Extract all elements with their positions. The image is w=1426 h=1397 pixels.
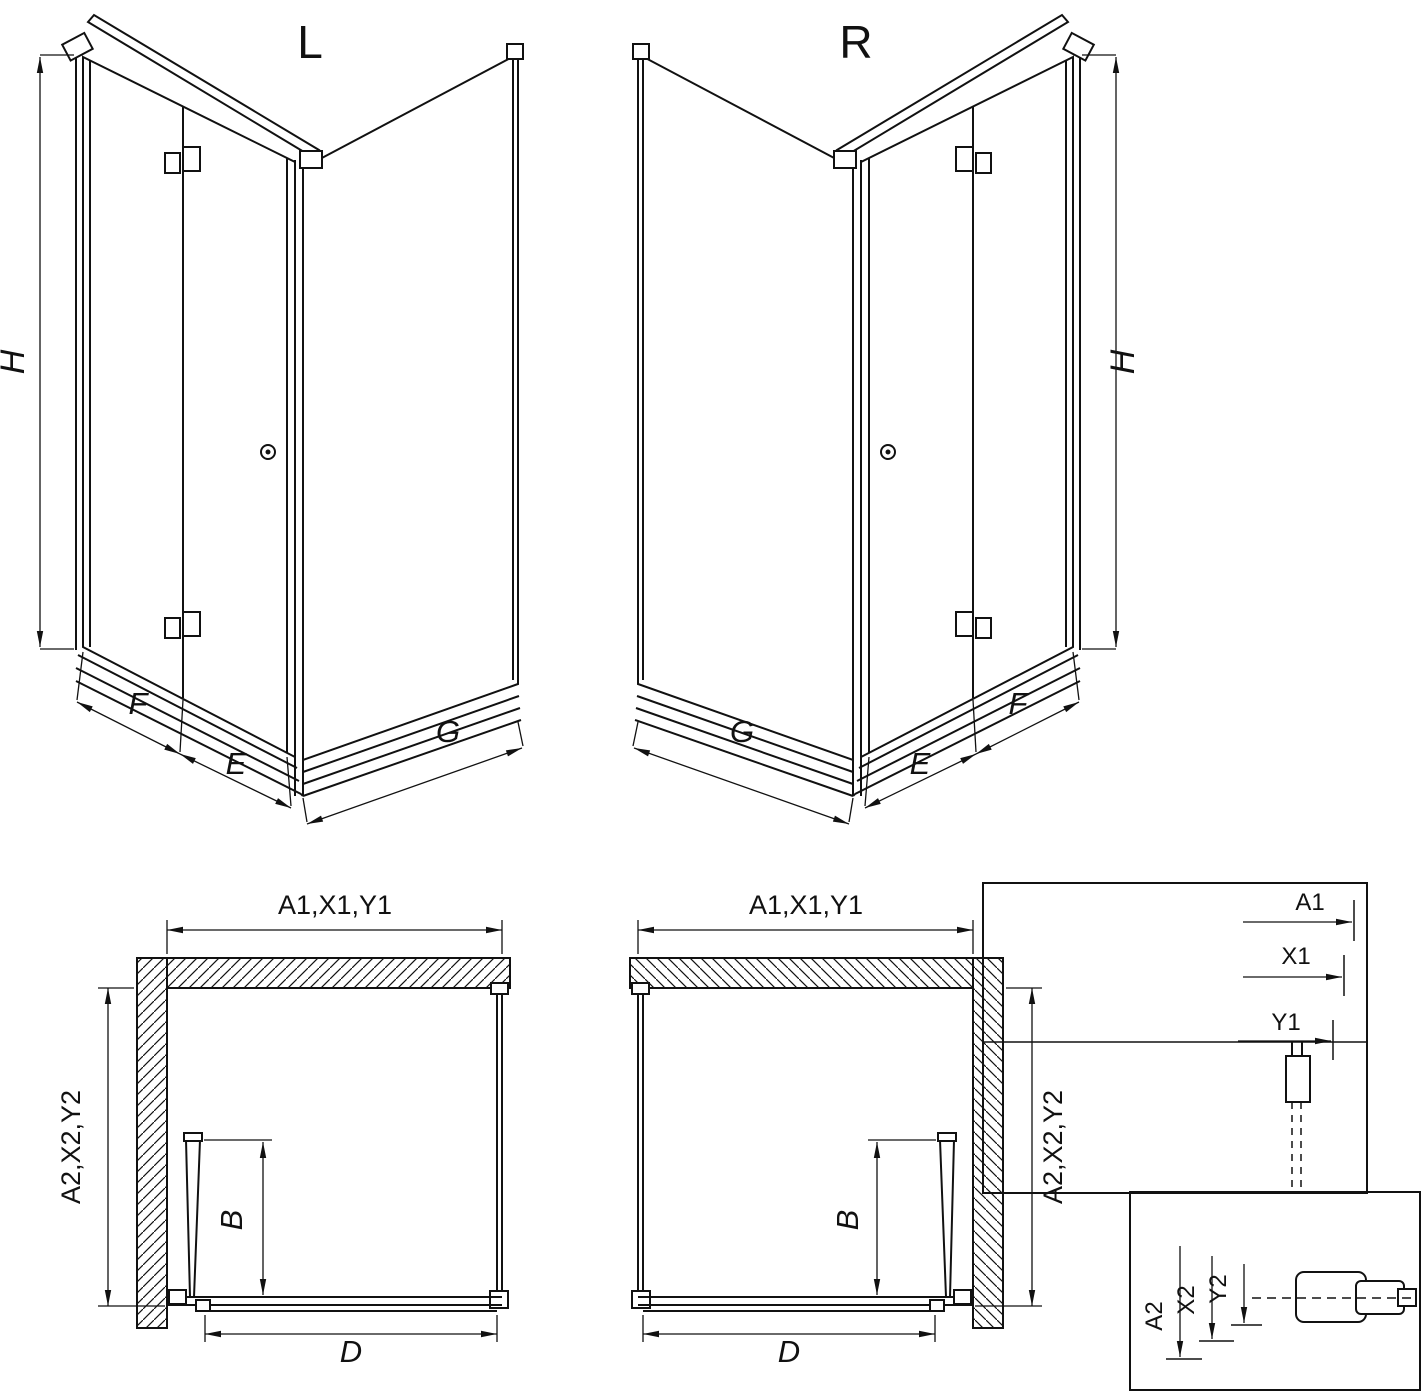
plan-depth-dims-label-left: A2,X2,Y2 xyxy=(56,1090,86,1204)
door-width-dim-label-right: E xyxy=(910,746,931,781)
variant-label-left: L xyxy=(297,16,323,68)
detail-depth-border xyxy=(1129,1191,1421,1391)
fixed-width-dim-label-right: F xyxy=(1009,686,1030,721)
plan-view-left: A1,X1,Y1 A2,X2,Y2 B D xyxy=(56,890,510,1369)
iso-view-right: R H G E F xyxy=(633,15,1142,824)
entry-width-dim-label-right: D xyxy=(778,1334,800,1369)
detail-y1-label: Y1 xyxy=(1271,1009,1300,1036)
detail-a2-label: A2 xyxy=(1141,1301,1168,1330)
door-projection-dim-label-right: B xyxy=(830,1210,865,1231)
side-width-dim-label-left: G xyxy=(436,714,460,749)
entry-width-dim-label-left: D xyxy=(340,1334,362,1369)
door-projection-dim-label-left: B xyxy=(214,1210,249,1231)
plan-depth-dims-label-right: A2,X2,Y2 xyxy=(1038,1090,1068,1204)
detail-y2-label: Y2 xyxy=(1205,1274,1232,1303)
height-dim-label-right: H xyxy=(1104,349,1142,374)
iso-view-left: L H F E G xyxy=(0,15,523,824)
height-dim-label-left: H xyxy=(0,349,32,374)
plan-width-dims-label-right: A1,X1,Y1 xyxy=(749,890,863,920)
detail-a1-label: A1 xyxy=(1295,889,1324,916)
side-width-dim-label-right: G xyxy=(730,714,754,749)
fixed-width-dim-label-left: F xyxy=(129,686,150,721)
plan-view-right: A1,X1,Y1 A2,X2,Y2 B D xyxy=(630,890,1068,1369)
detail-depth-profile: A2 X2 Y2 xyxy=(1129,1191,1421,1391)
wall-profile-section xyxy=(1285,1055,1311,1103)
detail-x2-label: X2 xyxy=(1173,1285,1200,1314)
door-width-dim-label-left: E xyxy=(226,746,247,781)
detail-x1-label: X1 xyxy=(1281,943,1310,970)
plan-width-dims-label-left: A1,X1,Y1 xyxy=(278,890,392,920)
variant-label-right: R xyxy=(839,16,872,68)
